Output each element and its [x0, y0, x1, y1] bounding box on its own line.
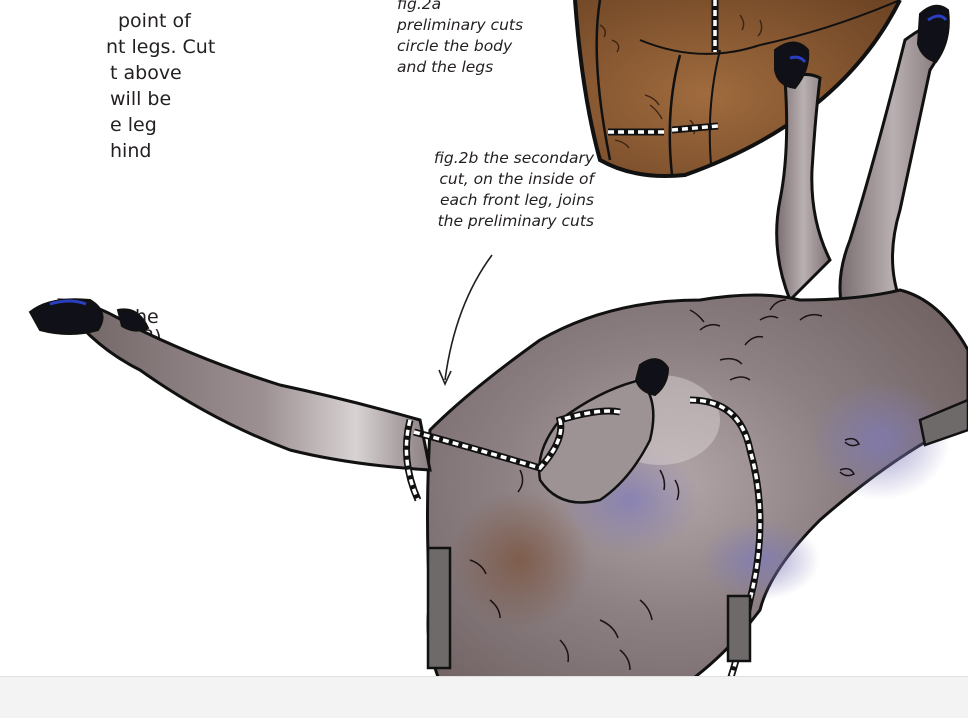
caption-line: each front leg, joins	[404, 190, 594, 211]
caption-line: the preliminary cuts	[404, 211, 594, 232]
caption-line: fig.2a	[397, 0, 523, 15]
caption-line: preliminary cuts	[397, 15, 523, 36]
viewer-bottom-bar	[0, 676, 968, 718]
fig2b-caption: fig.2b the secondary cut, on the inside …	[404, 148, 594, 232]
caption-line: and the legs	[397, 57, 523, 78]
fig2a-caption: fig.2a preliminary cuts circle the body …	[397, 0, 523, 78]
caption-line: cut, on the inside of	[404, 169, 594, 190]
front-leg-extended	[30, 299, 430, 470]
caption-line: fig.2b the secondary	[404, 148, 594, 169]
caption-line: circle the body	[397, 36, 523, 57]
fig2a-inset	[570, 0, 910, 190]
fig2b-callout-arrow	[439, 255, 492, 384]
